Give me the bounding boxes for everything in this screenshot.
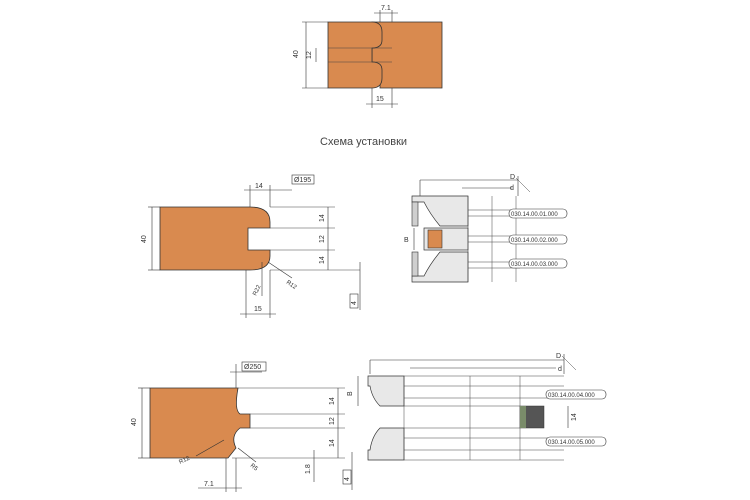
set2-dim-offset: 1.8 (305, 464, 312, 474)
set1-dim-depth: 14 (255, 183, 263, 190)
set1-tool: D d B 030.14.00.01.000 030.14.00.02.000 … (404, 174, 568, 283)
set2-dim-upper: 14 (329, 397, 336, 405)
set2-dim-r5: R5 (249, 463, 259, 473)
set2-part-5: 030.14.00.05.000 (548, 440, 595, 446)
set1-dim-bottom: 15 (254, 306, 262, 313)
set2-dim-gap: 4 (344, 477, 351, 481)
set1-profile: 40 14 Ø195 14 12 14 R22 R12 15 4 (141, 174, 361, 318)
set2-dim-14: 14 (571, 413, 578, 421)
groove-board (371, 21, 443, 89)
set1-label-d: d (510, 185, 514, 192)
set2-dim-bottom: 7.1 (204, 481, 214, 488)
set1-label-D: D (510, 174, 515, 181)
dim-depth: 15 (376, 96, 384, 103)
set1-dim-lower: 14 (319, 256, 326, 264)
set2-lower-cutter (367, 427, 405, 461)
set1-part-1: 030.14.00.01.000 (511, 212, 558, 218)
set1-workpiece (159, 206, 271, 271)
dim-width-top: 7.1 (381, 5, 391, 12)
dim-height: 40 (293, 50, 300, 58)
set2-label-d: d (558, 366, 562, 373)
set1-dim-middle: 12 (319, 235, 326, 243)
set1-label-B: B (404, 237, 409, 244)
top-joint-diagram: 7.1 40 12 15 (293, 5, 443, 108)
set1-dim-r22: R22 (252, 284, 262, 297)
set1-dim-gap: 4 (351, 301, 358, 305)
set1-dim-upper: 14 (319, 214, 326, 222)
set1-dim-height: 40 (141, 235, 148, 243)
set1-upper-cutter (411, 195, 469, 227)
set2-profile: 40 Ø250 14 12 14 R12 R5 1.8 7.1 4 (131, 361, 353, 492)
set2-part-4: 030.14.00.04.000 (548, 393, 595, 399)
set1-dim-diameter: Ø195 (294, 177, 311, 184)
set2-dim-height: 40 (131, 418, 138, 426)
set2-tool: D d 14 B 030.14.00.04.000 030.14.00.05.0 (347, 353, 607, 461)
set1-lower-cutter (411, 251, 469, 283)
set2-label-B: B (347, 391, 354, 396)
set2-dim-diameter: Ø250 (244, 364, 261, 371)
set1-part-2: 030.14.00.02.000 (511, 238, 558, 244)
set2-dim-lower: 14 (329, 439, 336, 447)
set1-part-3: 030.14.00.03.000 (511, 262, 558, 268)
set2-dim-r12: R12 (178, 455, 191, 465)
set2-upper-cutter (367, 375, 405, 407)
set2-workpiece (149, 387, 251, 459)
dim-tongue: 12 (306, 51, 313, 59)
installation-caption: Схема установки (320, 136, 407, 148)
set1-dim-r12: R12 (285, 280, 298, 292)
set2-label-D: D (556, 353, 561, 360)
set2-dim-middle: 12 (329, 417, 336, 425)
